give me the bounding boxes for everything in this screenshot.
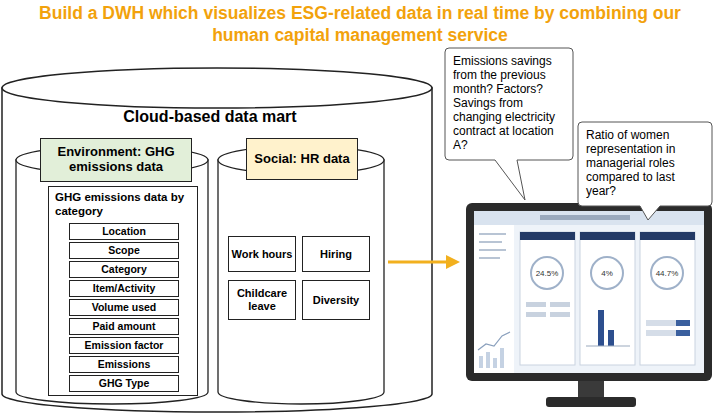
hr-item: Childcare leave: [228, 280, 296, 320]
category-item: Item/Activity: [69, 280, 179, 297]
node-text: Category: [101, 263, 147, 275]
node-text: Paid amount: [92, 320, 155, 332]
hr-item: Work hours: [228, 236, 296, 272]
sidebar-lines: [479, 234, 506, 258]
node-text: Social: HR data: [254, 152, 349, 167]
diagram-title: Build a DWH which visualizes ESG-related…: [10, 2, 710, 46]
category-item: Category: [69, 261, 179, 278]
gauge-value: 24.5%: [532, 269, 562, 278]
sidebar: [474, 225, 514, 373]
category-item: Paid amount: [69, 318, 179, 335]
gauge-value: 4%: [592, 269, 622, 278]
environment-header: Environment: GHG emissions data: [40, 138, 192, 182]
hr-item: Hiring: [302, 236, 370, 272]
inner-cylinder-body: [218, 160, 384, 404]
category-item: Volume used: [69, 299, 179, 316]
monitor-base: [546, 397, 636, 407]
speech-bubble: Ratio of women representation in manager…: [578, 122, 712, 206]
node-text: Diversity: [313, 294, 359, 307]
node-text: GHG emissions data by category: [49, 187, 197, 218]
cylinder-body: [2, 88, 432, 412]
monitor-bezel: [466, 203, 712, 381]
screen-heading-bar: [540, 215, 630, 220]
category-item: GHG Type: [69, 375, 179, 392]
bubble-shape: [445, 48, 573, 200]
node-text: Volume used: [92, 301, 157, 313]
speech-bubble: Emissions savings from the previous mont…: [445, 48, 573, 160]
gauge-value: 44.7%: [652, 269, 682, 278]
node-text: Scope: [108, 244, 140, 256]
screen-header: [474, 211, 704, 225]
sidebar-chart: [478, 332, 510, 350]
arrow-head: [446, 255, 460, 269]
node-text: Emissions savings from the previous mont…: [445, 48, 573, 158]
arrow-shaft: [388, 261, 448, 264]
data-mart-cylinder: Cloud-based data martEnvironment: GHG em…: [0, 66, 434, 414]
node-text: GHG Type: [99, 377, 150, 389]
node-text: Item/Activity: [93, 282, 155, 294]
node-text: Ratio of women representation in manager…: [578, 122, 712, 204]
node-text: Hiring: [320, 248, 352, 261]
node-text: Cloud-based data mart: [60, 108, 360, 126]
hr-item: Diversity: [302, 280, 370, 320]
category-item: Scope: [69, 242, 179, 259]
dashboard-cards: [520, 232, 695, 365]
sidebar-bars: [479, 348, 504, 368]
bubble-shape: [578, 122, 712, 220]
node-text: Location: [102, 225, 146, 237]
node-text: Work hours: [232, 248, 293, 261]
cylinder-top: [2, 68, 432, 108]
node-text: Emissions: [98, 358, 151, 370]
inner-cylinder-body: [16, 160, 208, 404]
category-box: GHG emissions data by categoryLocationSc…: [48, 186, 198, 396]
node-text: Emission factor: [85, 339, 164, 351]
social-header: Social: HR data: [246, 138, 358, 180]
category-item: Emissions: [69, 356, 179, 373]
screen: [474, 211, 704, 373]
category-item: Location: [69, 223, 179, 240]
monitor-neck: [578, 381, 604, 398]
node-text: Childcare leave: [229, 287, 295, 312]
node-text: Environment: GHG emissions data: [41, 145, 191, 175]
category-item: Emission factor: [69, 337, 179, 354]
